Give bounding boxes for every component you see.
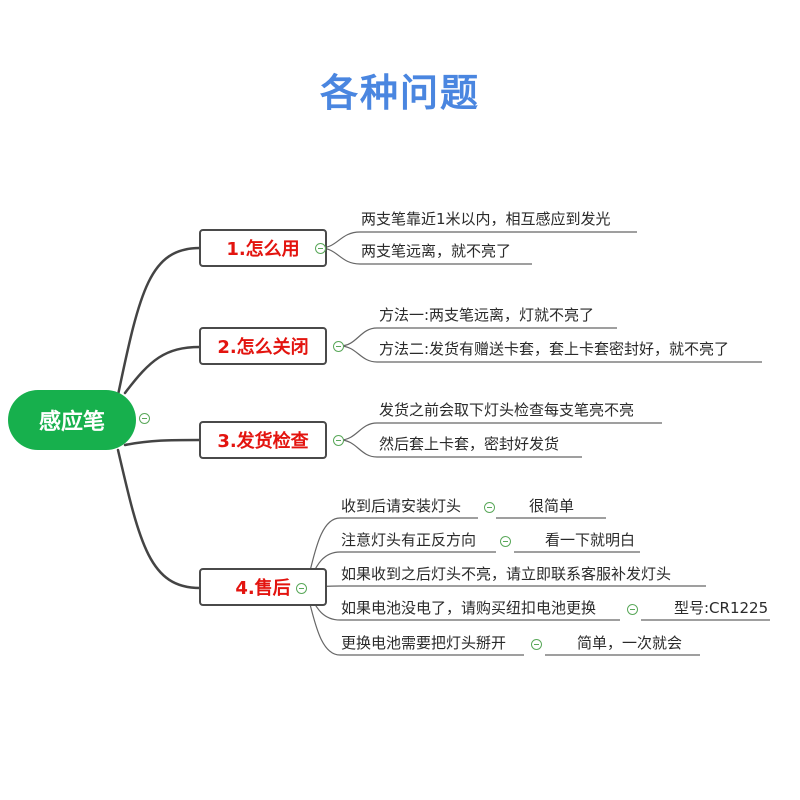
branch-node[interactable]: 2.怎么关闭 <box>199 327 327 365</box>
grandchild-node[interactable]: 很简单 <box>529 497 575 515</box>
leaf-node[interactable]: 如果收到之后灯头不亮，请立即联系客服补发灯头 <box>341 565 672 583</box>
leaf-node[interactable]: 然后套上卡套，密封好发货 <box>379 435 560 453</box>
branch-2-link-2 <box>339 345 762 363</box>
branch-node[interactable]: 1.怎么用 <box>199 229 327 267</box>
leaf-node[interactable]: 方法二:发货有赠送卡套，套上卡套密封好，就不亮了 <box>379 340 730 358</box>
collapse-toggle-icon[interactable] <box>484 502 495 513</box>
leaf-node[interactable]: 注意灯头有正反方向 <box>341 531 477 549</box>
leaf-node[interactable]: 更换电池需要把灯头掰开 <box>341 634 507 652</box>
leaf-node[interactable]: 发货之前会取下灯头检查每支笔亮不亮 <box>379 401 635 419</box>
leaf-node[interactable]: 方法一:两支笔远离，灯就不亮了 <box>379 306 595 324</box>
branch-2-link-1 <box>339 327 617 347</box>
grandchild-node[interactable]: 简单，一次就会 <box>577 634 683 652</box>
root-to-branch-1 <box>116 246 202 397</box>
root-node[interactable]: 感应笔 <box>8 390 136 450</box>
root-to-branch-4 <box>116 448 202 590</box>
branch-4-link-3 <box>301 585 706 589</box>
leaf-node[interactable]: 两支笔靠近1米以内，相互感应到发光 <box>361 210 611 228</box>
branch-3-link-2 <box>339 439 582 458</box>
collapse-toggle-icon[interactable] <box>500 536 511 547</box>
root-to-branch-2 <box>123 345 202 395</box>
grandchild-node[interactable]: 型号:CR1225 <box>674 599 769 617</box>
collapse-toggle-icon[interactable] <box>333 341 344 352</box>
leaf-node[interactable]: 如果电池没电了，请购买纽扣电池更换 <box>341 599 597 617</box>
collapse-toggle-icon[interactable] <box>139 413 150 424</box>
leaf-node[interactable]: 收到后请安装灯头 <box>341 497 462 515</box>
root-to-branch-3 <box>123 438 202 447</box>
leaf-node[interactable]: 两支笔远离，就不亮了 <box>361 242 512 260</box>
branch-3-link-1 <box>339 422 662 441</box>
collapse-toggle-icon[interactable] <box>333 435 344 446</box>
grandchild-node[interactable]: 看一下就明白 <box>545 531 636 549</box>
branch-node[interactable]: 3.发货检查 <box>199 421 327 459</box>
page-title: 各种问题 <box>319 71 480 115</box>
collapse-toggle-icon[interactable] <box>315 243 326 254</box>
branch-node[interactable]: 4.售后 <box>199 568 327 606</box>
collapse-toggle-icon[interactable] <box>531 639 542 650</box>
collapse-toggle-icon[interactable] <box>296 583 307 594</box>
collapse-toggle-icon[interactable] <box>627 604 638 615</box>
